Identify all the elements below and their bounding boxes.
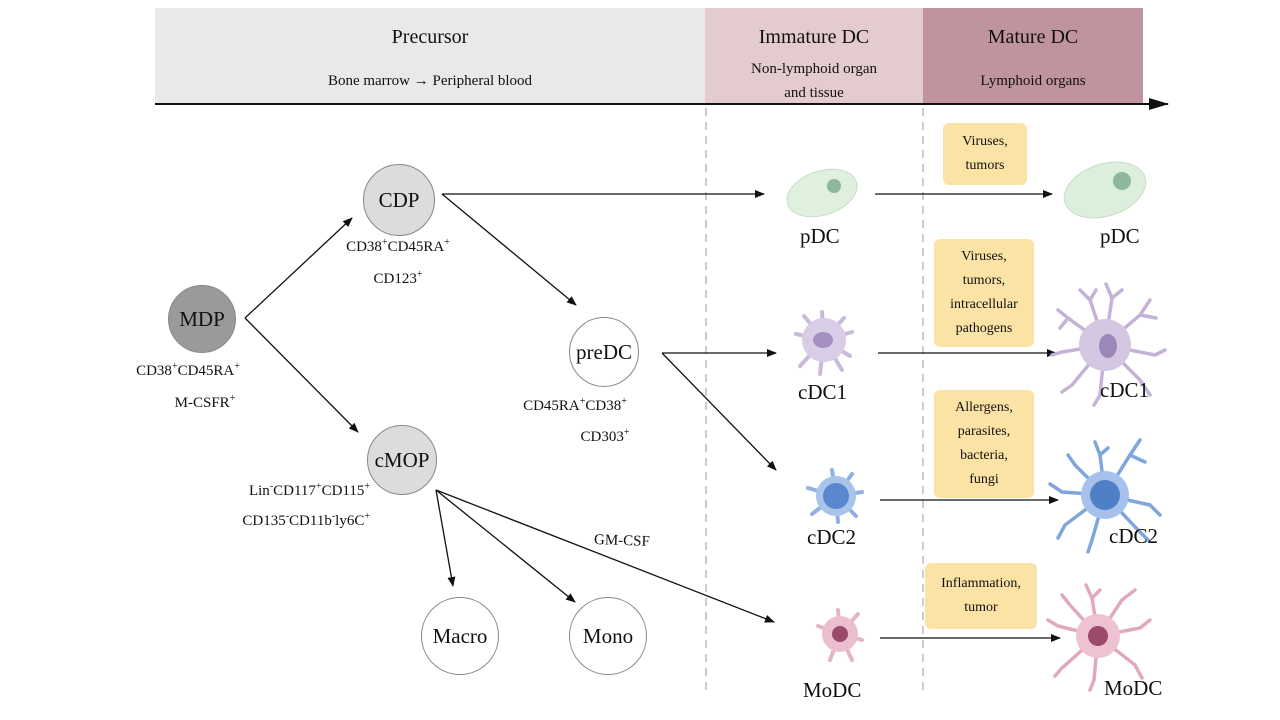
mature-dc-title: Mature DC (987, 26, 1079, 48)
mdp-node: MDP (168, 285, 236, 353)
macro-label: Macro (432, 623, 488, 648)
mature-modc-cell-icon (1046, 583, 1152, 692)
mature-cdc1-cell-icon (1050, 282, 1167, 407)
mdp-markers-line1: CD38+CD45RA+ (136, 361, 240, 380)
stimulus-line: tumors, (962, 273, 1006, 288)
immature-cdc2-label: cDC2 (807, 525, 856, 549)
stimulus-box-pdc: Viruses, tumors (943, 123, 1027, 185)
stimulus-box-cdc2: Allergens, parasites, bacteria, fungi (934, 390, 1034, 498)
mature-pdc-label: pDC (1100, 224, 1140, 248)
mature-modc-label: MoDC (1104, 676, 1163, 700)
cdp-node: CDP (363, 164, 435, 236)
stimulus-line: Inflammation, (941, 576, 1021, 591)
arrow-cmop-to-modc (435, 489, 775, 623)
stimulus-line: parasites, (957, 424, 1011, 439)
immature-dc-title: Immature DC (758, 26, 870, 48)
mature-dc-stage-header: Mature DC Lymphoid organs (923, 8, 1143, 104)
mature-pdc-cell-icon (1063, 161, 1147, 219)
stimulus-box-cdc1: Viruses, tumors, intracellular pathogens (934, 239, 1034, 347)
immature-cdc1-label: cDC1 (798, 380, 847, 404)
stimulus-line: bacteria, (960, 448, 1008, 463)
immature-modc-label: MoDC (803, 678, 862, 702)
cmop-label: cMOP (374, 447, 430, 472)
immature-dc-subtitle-line1: Non-lymphoid organ (751, 61, 877, 77)
cmop-markers-line1: Lin-CD117+CD115+ (248, 481, 370, 500)
stimulus-line: pathogens (955, 321, 1013, 336)
mono-label: Mono (582, 623, 634, 648)
arrow-cmop-to-macro (435, 489, 456, 587)
predc-markers-line2: CD303+ (580, 427, 630, 446)
arrow-cmop-to-mono (435, 489, 576, 603)
precursor-title: Precursor (391, 26, 469, 48)
mature-cdc1-label: cDC1 (1100, 378, 1149, 402)
immature-pdc-label: pDC (800, 224, 840, 248)
cdp-markers-line1: CD38+CD45RA+ (346, 237, 450, 256)
predc-label: preDC (576, 339, 632, 364)
stimulus-line: intracellular (950, 297, 1018, 312)
arrow-mdp-to-cdp (244, 217, 353, 319)
immature-cdc2-cell-icon (806, 468, 864, 524)
predc-markers-line1: CD45RA+CD38+ (523, 396, 627, 415)
predc-node: preDC (569, 317, 639, 387)
gm-csf-label: GM-CSF (593, 532, 651, 550)
immature-cdc1-cell-icon (794, 310, 854, 376)
precursor-subtitle: Bone marrow → Peripheral blood (327, 73, 533, 89)
stimulus-line: Viruses, (961, 249, 1007, 264)
stimulus-line: tumor (964, 600, 998, 615)
mdp-label: MDP (179, 306, 225, 331)
stimulus-line: tumors (965, 158, 1005, 173)
arrow-predc-to-cdc2 (661, 352, 777, 471)
immature-dc-subtitle-line2: and tissue (784, 85, 844, 101)
immature-dc-stage-header: Immature DC Non-lymphoid organ and tissu… (705, 8, 923, 104)
cmop-node: cMOP (367, 425, 437, 495)
mature-cdc2-cell-icon (1048, 438, 1162, 554)
stimulus-box-modc: Inflammation, tumor (925, 563, 1037, 629)
arrow-mdp-to-cmop (244, 317, 359, 433)
stimulus-line: fungi (969, 472, 999, 487)
cdp-label: CDP (378, 187, 420, 212)
precursor-stage-header: Precursor Bone marrow → Peripheral blood (155, 8, 705, 104)
cmop-markers-line2: CD135-CD11b-ly6C+ (242, 511, 370, 530)
macro-node: Macro (421, 597, 499, 675)
immature-modc-cell-icon (816, 608, 864, 662)
mdp-markers-line2: M-CSFR+ (174, 393, 236, 412)
mature-dc-subtitle: Lymphoid organs (980, 73, 1086, 89)
immature-pdc-cell-icon (786, 168, 858, 218)
arrow-cdp-to-predc (441, 193, 577, 306)
mature-cdc2-label: cDC2 (1109, 524, 1158, 548)
mono-node: Mono (569, 597, 647, 675)
cdp-markers-line2: CD123+ (373, 269, 423, 288)
stimulus-line: Viruses, (962, 134, 1008, 149)
stimulus-line: Allergens, (955, 400, 1013, 415)
